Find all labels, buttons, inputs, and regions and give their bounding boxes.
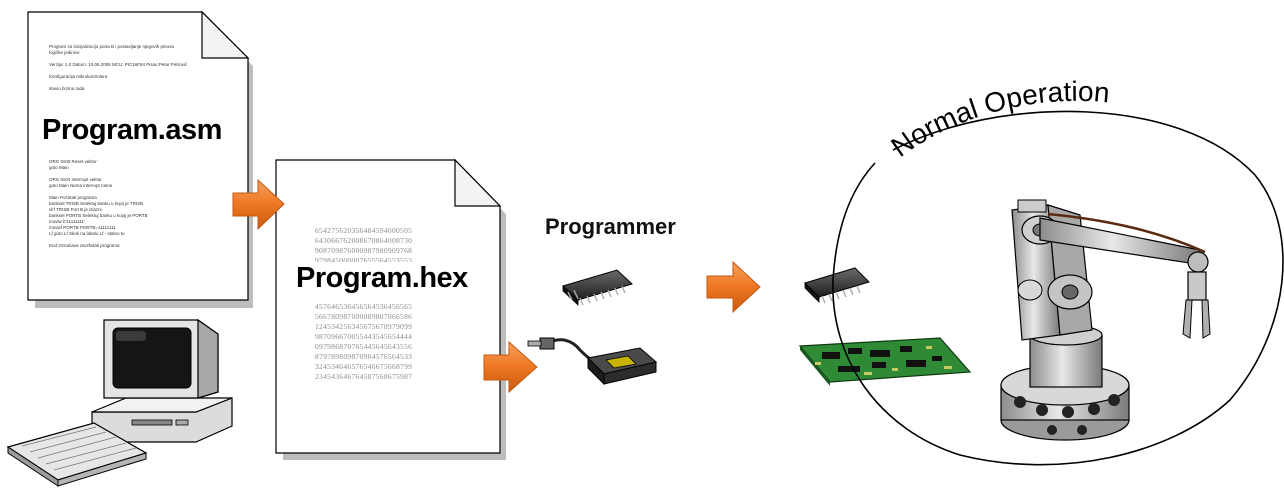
arrow-icon: [706, 260, 761, 314]
chip-icon: [562, 269, 633, 306]
hex-top-text: 654275620356484594000505 643066762008670…: [315, 226, 412, 266]
hex-line: 566780987000089807066586: [315, 312, 413, 321]
hex-line: 097986870765445645643556: [315, 342, 413, 351]
asm-line: stavio brzinu rada: [49, 86, 85, 91]
programmer-device-icon: [527, 337, 658, 386]
asm-body-text: ORG 0x00 Reset vektor goto Main ORG 0x04…: [49, 159, 239, 249]
asm-line: Verzija: 1.0 Datum: 10.06.2006 MCU: PIC1…: [49, 62, 188, 67]
hex-line: 987096670055443545654444: [315, 332, 413, 341]
hex-line: 457646536456564536456565: [315, 302, 413, 311]
hex-line: 324534646576546675668799: [315, 362, 413, 371]
asm-line: clrf TRISB Port B je izlazni: [49, 207, 102, 212]
asm-line: ORG 0x00 Reset vektor: [49, 159, 97, 164]
asm-document: [27, 10, 253, 308]
asm-document-title: Program.asm: [42, 114, 222, 146]
asm-line: goto Main: [49, 165, 69, 170]
hex-line: 643066762008670864008730: [315, 236, 413, 245]
asm-line: movlw b'11111111': [49, 219, 85, 224]
arrow-icon: [232, 178, 285, 231]
pcb-icon: [798, 337, 972, 386]
hex-line: 124534256345675678979099: [315, 322, 413, 331]
asm-line: Lf goto Lf Skok na labelu Lf - stalno tu: [49, 231, 125, 236]
asm-line: Konfiguracija mikrokontrolera: [49, 74, 108, 79]
hex-line: 908709876000987980909768: [315, 246, 413, 255]
computer-icon: [91, 318, 233, 443]
hex-line: 234543646764587568675987: [315, 372, 413, 381]
asm-line: Main Početak programa: [49, 195, 97, 200]
hex-bottom-text: 457646536456564536456565 566780987000089…: [315, 302, 412, 382]
asm-line: Program za inicijalizaciju porta B i pos…: [49, 44, 174, 49]
asm-header-text: Program za inicijalizaciju porta B i pos…: [49, 44, 239, 92]
asm-line: End Označava završetak programa: [49, 243, 120, 248]
asm-line: ORG 0x04 Interrupt vektor: [49, 177, 102, 182]
asm-line: banksel PORTB Selektuj banku u kojoj je …: [49, 213, 148, 218]
arrow-icon: [483, 340, 538, 394]
hex-line: 879789809870984576564533: [315, 352, 413, 361]
chip-icon: [804, 267, 870, 304]
hex-line: 979845000007655564553553: [315, 256, 413, 265]
hex-line: 654275620356484594000505: [315, 226, 413, 235]
robot-arm-icon: [1000, 199, 1211, 441]
programmer-label: Programmer: [545, 214, 676, 239]
asm-line: goto Main Nema interrupt rutine: [49, 183, 113, 188]
hex-document: [275, 158, 506, 460]
hex-document-title: Program.hex: [294, 262, 470, 295]
asm-line: movwf PORTB PORTB=11111111: [49, 225, 116, 230]
operation-boundary: [832, 110, 1284, 466]
keyboard-icon: [6, 422, 148, 487]
asm-line: banksel TRISB Selektuj banku u kojoj je …: [49, 201, 144, 206]
asm-line: logičke jedinice: [49, 50, 80, 55]
